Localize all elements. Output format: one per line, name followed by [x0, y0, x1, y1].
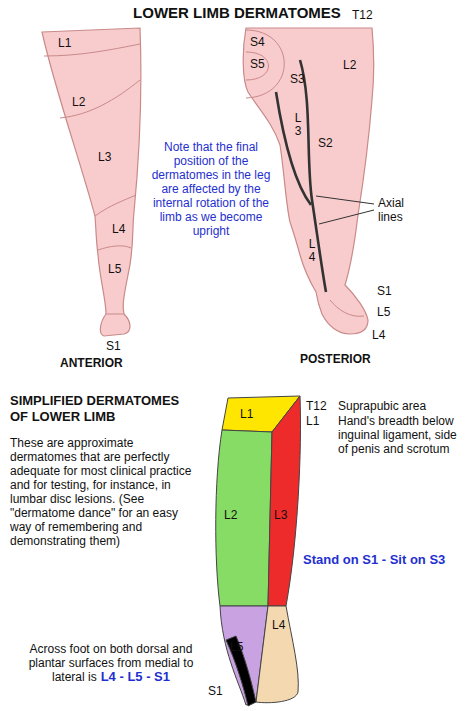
simplified-leg [216, 396, 301, 706]
dermatome-label: L4 [272, 618, 285, 632]
note-text: Note that the final position of the derm… [150, 140, 272, 238]
dermatome-label: T12 [352, 8, 373, 22]
l2-region [216, 430, 272, 606]
dermatome-label: L4 [372, 328, 385, 342]
s1-region [226, 636, 256, 706]
diagram-title: LOWER LIMB DERMATOMES [0, 4, 474, 22]
dermatome-label: L1 [240, 407, 253, 421]
mnemonic-text: Stand on S1 - Sit on S3 [303, 552, 445, 568]
dermatome-border [98, 246, 131, 250]
l4-region [256, 606, 298, 703]
dermatome-label: L3 [98, 150, 111, 164]
leg-outline [42, 28, 141, 336]
dermatome-label: L5 [377, 305, 390, 319]
dermatome-label: L2 [72, 95, 85, 109]
dermatome-label: L3 [274, 508, 287, 522]
dermatome-label: S4 [250, 35, 265, 49]
view-label: POSTERIOR [300, 352, 371, 366]
dermatome-label: S2 [318, 136, 333, 150]
area-description: Suprapubic area [338, 399, 426, 413]
l3-region [268, 396, 300, 606]
dermatome-border [60, 80, 140, 118]
dermatome-label: L4 [112, 222, 125, 236]
view-label: ANTERIOR [60, 356, 123, 370]
dermatome-label: L1 [58, 36, 71, 50]
area-description: Hand's breadth below inguinal ligament, … [338, 414, 468, 456]
dermatome-sequence: L4 - L5 - S1 [101, 669, 170, 684]
dermatome-label: S3 [290, 72, 305, 86]
dermatome-label: S5 [250, 57, 265, 71]
dermatome-label: L5 [108, 262, 121, 276]
dermatome-label: T12 [306, 399, 327, 413]
dermatome-label: L5 [230, 640, 243, 654]
description-text: These are approximate dermatomes that ar… [10, 436, 202, 548]
dermatome-border [95, 195, 136, 216]
dermatome-label: L2 [343, 58, 356, 72]
dermatome-border [246, 52, 269, 80]
text-group: Across foot on both dorsal and plantar s… [25, 642, 197, 684]
dermatome-border [106, 314, 124, 315]
leader-line [316, 196, 374, 204]
anterior-leg [42, 28, 141, 336]
dermatome-label: L1 [306, 414, 319, 428]
dermatome-label: L 4 [308, 238, 316, 264]
dermatome-label: L 3 [294, 112, 302, 138]
dermatome-label: S1 [106, 339, 121, 353]
leader-line [319, 210, 374, 224]
axial-line [276, 92, 311, 205]
section-heading: SIMPLIFIED DERMATOMES OF LOWER LIMB [10, 393, 200, 425]
dermatome-border [246, 30, 284, 98]
dermatome-label: L2 [224, 508, 237, 522]
axial-lines-label: Axial lines [378, 196, 428, 224]
dermatome-label: S1 [208, 684, 223, 698]
axial-line [300, 60, 326, 292]
dermatome-border [330, 300, 364, 316]
dermatome-label: S1 [377, 284, 392, 298]
